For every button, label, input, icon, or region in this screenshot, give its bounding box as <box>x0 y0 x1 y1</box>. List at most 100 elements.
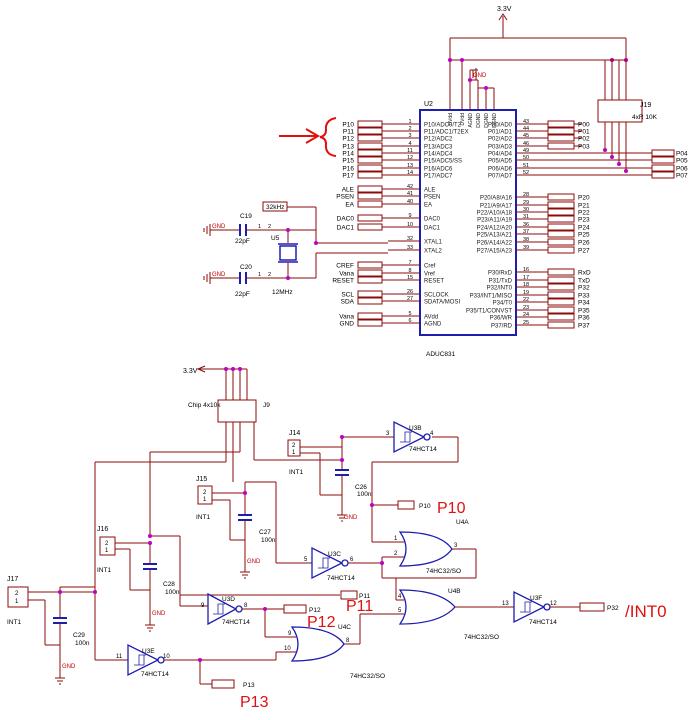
u2-right-pin-label: P21/A9/A17 <box>480 204 513 210</box>
left-net-box[interactable] <box>357 120 383 128</box>
right-net-box[interactable] <box>547 208 575 216</box>
right-net-box[interactable] <box>547 246 575 254</box>
u2-left-pin-label: SCLOCK <box>424 293 449 299</box>
u2-right-pin-label: P30/RxD <box>488 271 513 277</box>
right-net-box[interactable] <box>547 134 575 142</box>
j14-pin1: 1 <box>292 450 296 456</box>
right-net-box[interactable] <box>651 149 675 157</box>
u2-left-pin-number: 7 <box>408 260 411 266</box>
u2-right-pin-number: 44 <box>523 126 529 132</box>
crystal-ref: U5 <box>271 235 280 242</box>
right-net-box[interactable] <box>651 171 675 179</box>
u2-right-pin-label: P25/A13/A21 <box>477 233 513 239</box>
c20-value: 22pF <box>235 291 250 298</box>
left-net-box[interactable] <box>357 223 383 231</box>
left-net-box[interactable] <box>357 142 383 150</box>
header-j15[interactable] <box>197 485 213 505</box>
left-net-box[interactable] <box>357 214 383 222</box>
u3f-part: 74HCT14 <box>529 619 557 626</box>
right-net-box[interactable] <box>547 215 575 223</box>
u2-left-pin-number: 15 <box>407 275 413 281</box>
right-net-box[interactable] <box>547 120 575 128</box>
left-net-box[interactable] <box>357 200 383 208</box>
right-net-box[interactable] <box>547 201 575 209</box>
left-net-box[interactable] <box>357 164 383 172</box>
header-j14[interactable] <box>287 439 301 457</box>
lower-wiring <box>28 422 580 685</box>
j9-ref: J9 <box>263 402 270 409</box>
u2-left-pin-number: 10 <box>407 222 413 228</box>
right-net-box[interactable] <box>547 283 575 291</box>
left-net-box[interactable] <box>357 276 383 284</box>
u2-part: ADUC831 <box>426 351 456 358</box>
right-net-box[interactable] <box>547 276 575 284</box>
left-net-box[interactable] <box>357 312 383 320</box>
header-j17[interactable] <box>7 586 29 608</box>
right-net-box[interactable] <box>547 306 575 314</box>
left-net-label: P17 <box>342 173 354 180</box>
right-net-box[interactable] <box>651 156 675 164</box>
net-box-p13[interactable] <box>211 679 235 689</box>
u2-left-pin-label: Cref <box>424 264 436 270</box>
u3b-part: 74HCT14 <box>409 446 437 453</box>
right-net-box[interactable] <box>547 313 575 321</box>
right-net-box[interactable] <box>547 298 575 306</box>
right-net-box[interactable] <box>547 321 575 329</box>
right-net-box[interactable] <box>547 193 575 201</box>
right-net-box[interactable] <box>547 238 575 246</box>
left-net-box[interactable] <box>357 127 383 135</box>
u2-left-pin-label: P15/ADC5/SS <box>424 159 462 165</box>
u2-right-pin-label: P35/T1/CONVST <box>466 309 512 315</box>
left-net-box[interactable] <box>357 185 383 193</box>
gnd-c28: GND <box>152 611 166 617</box>
u2-right-pin-label: P33/INT1/MISO <box>470 294 513 300</box>
right-net-box[interactable] <box>547 291 575 299</box>
u2-right-pin-number: 45 <box>523 133 529 139</box>
left-net-box[interactable] <box>357 297 383 305</box>
left-net-box[interactable] <box>357 261 383 269</box>
u4b-ref: U4B <box>448 588 461 595</box>
right-net-box[interactable] <box>547 268 575 276</box>
header-j16[interactable] <box>99 536 116 556</box>
u2-left-pin-number: 8 <box>408 268 411 274</box>
left-net-box[interactable] <box>357 134 383 142</box>
u2-left-pin-label: SDATA/MOSI <box>424 300 460 306</box>
left-net-box[interactable] <box>357 171 383 179</box>
left-net-box[interactable] <box>357 290 383 298</box>
right-net-label: P32 <box>578 285 590 292</box>
u2-right-pin-number: 17 <box>523 275 529 281</box>
u2-left-pin-number: 26 <box>407 289 413 295</box>
u4a-ref: U4A <box>456 519 469 526</box>
j15-pin1: 1 <box>203 497 207 503</box>
net-box-p10[interactable] <box>397 500 415 510</box>
right-net-label: RxD <box>578 270 591 277</box>
net-box-p11[interactable] <box>340 590 358 600</box>
left-net-label: GND <box>340 321 355 328</box>
u2-left-pin-number: 4 <box>408 141 411 147</box>
u2-right-pin-number: 38 <box>523 237 529 243</box>
u2-right-pin-number: 24 <box>523 312 529 318</box>
c28-ref: C28 <box>163 581 175 588</box>
left-net-box[interactable] <box>357 192 383 200</box>
right-net-box[interactable] <box>547 142 575 150</box>
u2-left-pin-label: P10/ADC0/T2 <box>424 123 462 129</box>
right-net-box[interactable] <box>547 223 575 231</box>
u2-left-pin-label: Vref <box>424 272 435 278</box>
u3e-part: 74HCT14 <box>141 671 169 678</box>
u2-left-pin-number: 27 <box>407 296 413 302</box>
u4a-part: 74HC32/SO <box>426 568 461 575</box>
left-net-box[interactable] <box>357 156 383 164</box>
u2-left-pin-label: ALE <box>424 188 435 194</box>
left-net-box[interactable] <box>357 319 383 327</box>
right-net-box[interactable] <box>547 230 575 238</box>
u2-right-pin-number: 39 <box>523 245 529 251</box>
right-net-box[interactable] <box>547 127 575 135</box>
left-net-box[interactable] <box>357 149 383 157</box>
net-box-p32[interactable] <box>579 602 605 612</box>
left-net-box[interactable] <box>357 269 383 277</box>
u2-left-pin-number: 2 <box>408 126 411 132</box>
right-net-box[interactable] <box>651 164 675 172</box>
net-box-p12[interactable] <box>283 604 307 614</box>
c27-value: 100n <box>261 537 276 544</box>
u2-left-pin-label: P17/ADC7 <box>424 174 453 180</box>
